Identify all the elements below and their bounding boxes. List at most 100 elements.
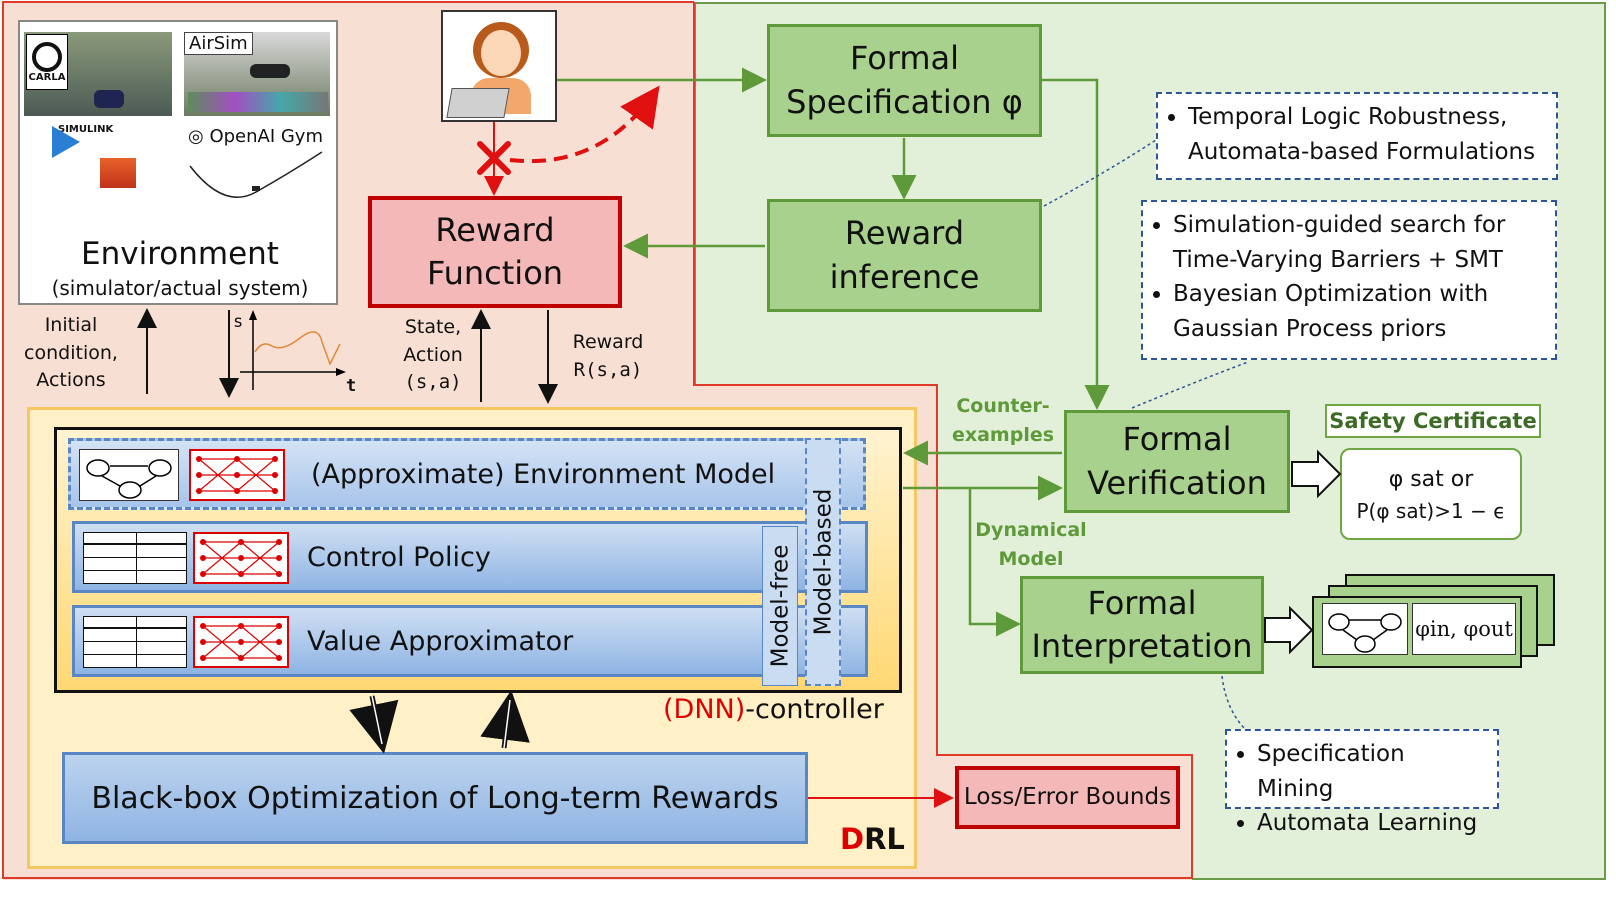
table-icon — [83, 532, 187, 584]
formal-spec-line2: Specification φ — [786, 82, 1023, 121]
env-model-label: (Approximate) Environment Model — [311, 459, 776, 490]
mining-note-line: Automata Learning — [1257, 806, 1485, 841]
state-action-label: State, Action (s,a) — [393, 314, 473, 397]
table-icon — [83, 616, 187, 668]
simulink-thumbnail: SIMULINK — [38, 122, 168, 192]
reward-inference-line2: inference — [829, 257, 980, 296]
label-line: State, — [404, 316, 462, 338]
carla-thumbnail: CARLA — [24, 32, 172, 116]
drl-rl: RL — [864, 822, 905, 856]
plot-s-label: s — [233, 312, 244, 332]
robustness-note-line: Temporal Logic Robustness, — [1188, 100, 1544, 135]
interp-output-card: φin, φout — [1312, 596, 1522, 668]
search-note: Simulation-guided search for Time-Varyin… — [1141, 200, 1557, 360]
drl-d: D — [840, 822, 865, 856]
formal-interpretation-box: Formal Interpretation — [1020, 576, 1264, 674]
value-approximator-label: Value Approximator — [307, 626, 574, 657]
env-model-row: (Approximate) Environment Model — [68, 438, 866, 510]
environment-title: Environment — [81, 236, 279, 272]
controller-to-optimizer-arrow-inner — [371, 695, 383, 745]
environment-subtitle: (simulator/actual system) — [51, 276, 309, 300]
formal-spec-line1: Formal — [849, 39, 960, 78]
airsim-label: AirSim — [184, 32, 253, 55]
label-line: (s,a) — [404, 371, 462, 394]
formal-verification-line2: Verification — [1087, 463, 1267, 502]
control-policy-label: Control Policy — [307, 542, 491, 573]
robustness-note-line: Automata-based Formulations — [1188, 138, 1536, 165]
search-note-line: Simulation-guided search for — [1173, 208, 1543, 243]
optimizer-to-controller-arrow-inner — [503, 699, 511, 749]
neural-net-icon — [189, 449, 285, 501]
search-note-connector — [1131, 361, 1249, 409]
safety-title-text: Safety Certificate — [1329, 409, 1537, 433]
loss-label: Loss/Error Bounds — [963, 783, 1172, 810]
cross-icon — [477, 141, 511, 175]
reward-label: Reward R(s,a) — [560, 329, 656, 384]
spec-to-verification-arrow — [1042, 78, 1110, 410]
formal-interpretation-line1: Formal — [1087, 583, 1197, 622]
reward-inference-line1: Reward — [844, 214, 965, 253]
label-line: R(s,a) — [573, 358, 643, 381]
plot-t-label: t — [346, 376, 357, 396]
reward-function-line1: Reward — [435, 210, 555, 249]
robustness-note: Temporal Logic Robustness, Automata-base… — [1156, 92, 1558, 180]
formal-verification-line1: Formal — [1122, 420, 1232, 459]
robustness-note-connector — [1043, 139, 1157, 207]
user-icon — [441, 10, 557, 122]
carla-logo-text: CARLA — [28, 71, 66, 83]
formal-specification-box: Formal Specification φ — [767, 24, 1042, 137]
gym-icon: ◎ — [188, 126, 210, 147]
neural-net-icon — [193, 532, 289, 584]
dashed-red-arrow — [509, 85, 660, 164]
mining-note-line: Specification Mining — [1257, 737, 1485, 806]
mining-note: Specification Mining Automata Learning — [1225, 729, 1499, 836]
dnn-controller-label: (DNN)-controller — [663, 694, 884, 725]
automaton-icon — [1322, 603, 1408, 655]
gym-thumbnail: ◎ OpenAI Gym — [184, 122, 332, 202]
interp-output-text: φin, φout — [1415, 617, 1513, 641]
search-note-line: Time-Varying Barriers + SMT — [1173, 246, 1503, 273]
safety-line1: φ sat or — [1388, 466, 1474, 492]
interp-output-label: φin, φout — [1412, 603, 1516, 655]
airsim-thumbnail: AirSim — [184, 32, 330, 116]
controller-suffix-text: -controller — [745, 694, 884, 725]
reward-function-line2: Function — [426, 254, 564, 292]
label-line: Counter- — [956, 395, 1050, 417]
gym-label: OpenAI Gym — [209, 126, 323, 147]
dynamical-model-label: Dynamical Model — [974, 516, 1088, 573]
label-line: Actions — [36, 369, 106, 392]
interpretation-to-output-arrow — [1264, 605, 1314, 655]
simulink-label: SIMULINK — [58, 124, 114, 135]
search-note-line: Bayesian Optimization with — [1173, 277, 1543, 312]
safety-certificate-scroll: φ sat or P(φ sat)>1 − ϵ — [1340, 448, 1522, 540]
blackbox-label: Black-box Optimization of Long-term Rewa… — [91, 780, 779, 816]
label-line: Model — [998, 547, 1064, 570]
label-line: Dynamical — [975, 519, 1087, 541]
reward-function-box: Reward Function — [368, 196, 622, 308]
formal-verification-box: Formal Verification — [1064, 410, 1290, 513]
environment-box: CARLA AirSim SIMULINK ◎ OpenAI Gym Envir… — [18, 20, 338, 305]
model-based-tag: Model-based — [805, 438, 841, 686]
search-note-line: Gaussian Process priors — [1173, 315, 1447, 342]
counterexamples-label: Counter- examples — [946, 392, 1060, 449]
automaton-icon — [79, 449, 179, 501]
label-line: condition, — [24, 341, 118, 364]
blackbox-optimization-box: Black-box Optimization of Long-term Rewa… — [62, 752, 808, 844]
formal-interpretation-line2: Interpretation — [1031, 627, 1253, 665]
neural-net-icon — [193, 616, 289, 668]
value-approximator-row: Value Approximator — [72, 605, 868, 677]
dnn-text: (DNN) — [663, 694, 746, 725]
loss-error-bounds-box: Loss/Error Bounds — [955, 766, 1180, 829]
safety-certificate-title: Safety Certificate — [1325, 404, 1541, 438]
label-line: Action — [403, 343, 463, 366]
mining-note-connector — [1221, 675, 1247, 731]
dynamical-model-arrow — [968, 488, 1021, 637]
label-line: Reward — [572, 331, 644, 353]
label-line: examples — [951, 423, 1055, 446]
reward-inference-box: Reward inference — [767, 199, 1042, 312]
control-policy-row: Control Policy — [72, 521, 868, 593]
verification-to-certificate-arrow — [1291, 449, 1342, 499]
label-line: Initial — [44, 314, 98, 336]
